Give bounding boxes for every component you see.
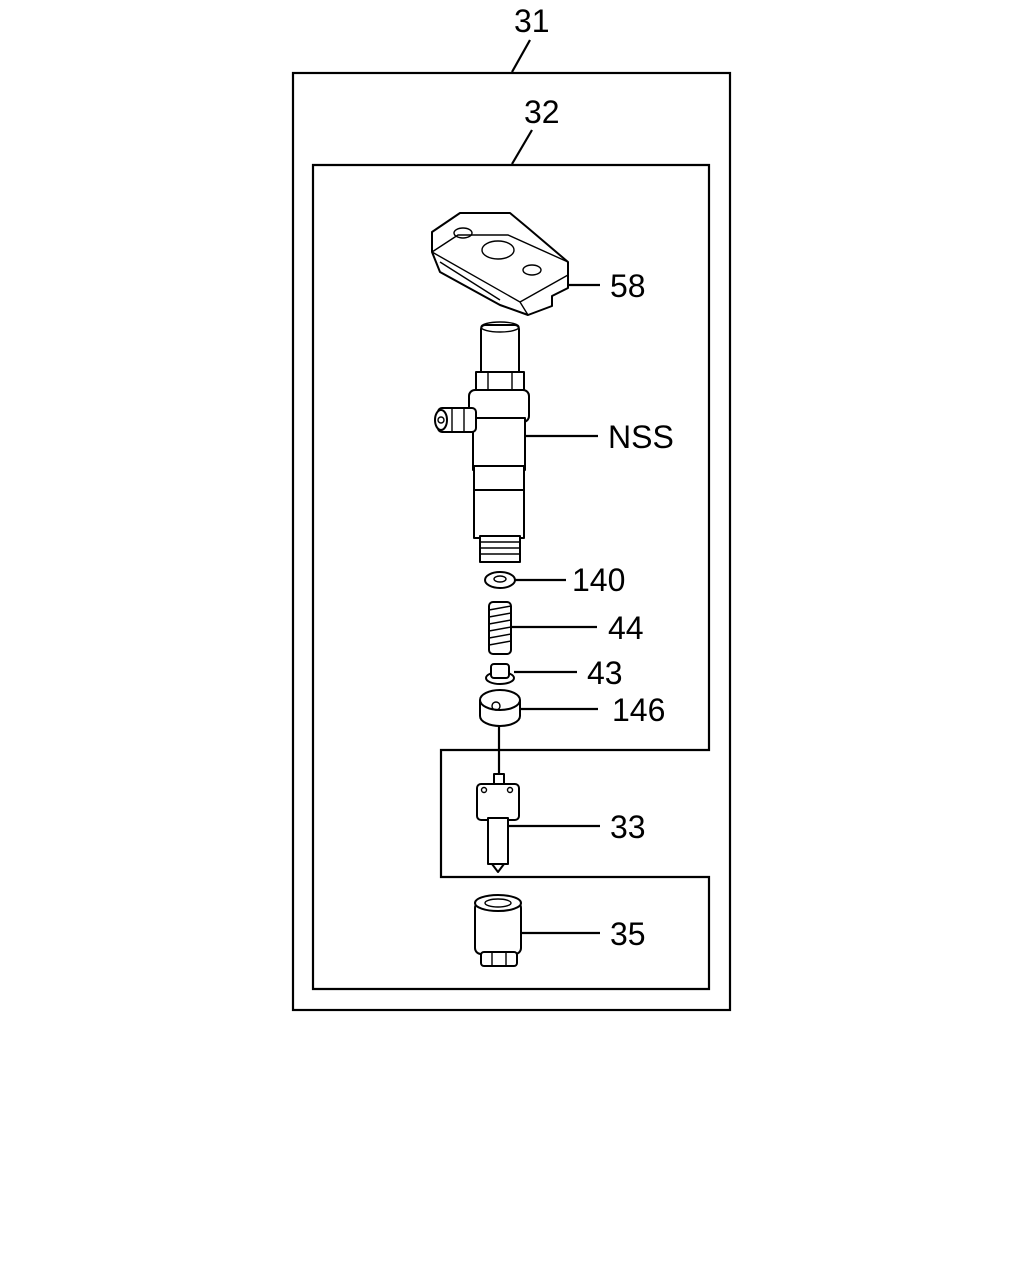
washer-part — [484, 571, 516, 589]
callout-43: 43 — [587, 655, 623, 691]
outer-assembly-frame — [291, 71, 732, 1012]
callout-146: 146 — [612, 692, 665, 728]
assembly-label-31: 31 — [514, 3, 550, 39]
callout-35: 35 — [610, 916, 646, 952]
callout-44: 44 — [608, 610, 644, 646]
callout-140: 140 — [572, 562, 625, 598]
callout-58: 58 — [610, 268, 646, 304]
callout-nss: NSS — [608, 419, 674, 455]
callout-33: 33 — [610, 809, 646, 845]
spring-part — [488, 601, 512, 655]
inner-assembly-frame — [311, 163, 711, 991]
retaining-nut-part — [474, 894, 522, 967]
spring-seat-part — [485, 663, 515, 685]
bracket-plate-part — [431, 212, 569, 316]
nozzle-part — [476, 773, 520, 873]
leader-32 — [511, 129, 533, 165]
assembly-label-32: 32 — [524, 94, 560, 130]
injector-body-part — [434, 321, 530, 563]
spacer-part — [479, 689, 521, 727]
leader-31 — [511, 39, 531, 73]
